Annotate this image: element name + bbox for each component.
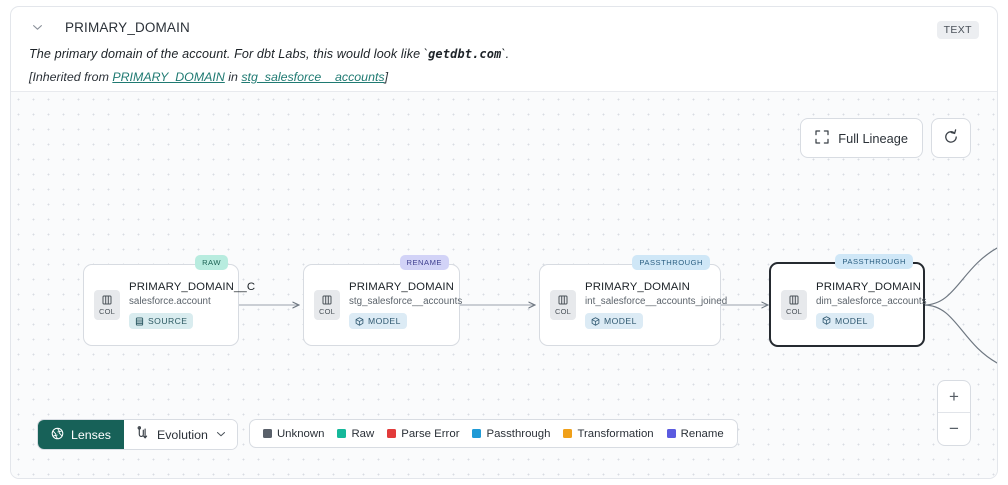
legend-label: Rename xyxy=(680,427,724,440)
node-materialization: MODEL xyxy=(816,312,874,329)
node-materialization: SOURCE xyxy=(129,313,194,329)
lineage-legend: Unknown Raw Parse Error Passthrough Tran… xyxy=(248,419,738,448)
status-badge: TEXT xyxy=(936,21,979,39)
zoom-out-button[interactable]: − xyxy=(949,419,959,438)
legend-swatch xyxy=(472,429,482,438)
lenses-evolution-group: Lenses Evolution xyxy=(37,419,238,450)
node-tag-0: RAW xyxy=(195,255,228,270)
col-label: COL xyxy=(554,307,572,316)
legend-item: Rename xyxy=(666,427,724,440)
inherited-mid: in xyxy=(224,70,242,84)
node-source: stg_salesforce__accounts xyxy=(349,296,463,307)
node-source: salesforce.account xyxy=(129,296,211,307)
chevron-down-icon[interactable] xyxy=(29,19,45,35)
expand-icon xyxy=(815,129,829,147)
materialization-label: MODEL xyxy=(835,315,868,326)
node-name: PRIMARY_DOMAIN xyxy=(349,281,454,293)
col-label: COL xyxy=(318,307,336,316)
node-name: PRIMARY_DOMAIN xyxy=(816,280,921,293)
node-name: PRIMARY_DOMAIN__C xyxy=(129,281,256,293)
materialization-label: SOURCE xyxy=(148,316,188,326)
node-materialization: MODEL xyxy=(585,313,643,329)
refresh-button[interactable] xyxy=(931,118,971,158)
cube-icon xyxy=(591,316,600,326)
column-header: PRIMARY_DOMAIN TEXT The primary domain o… xyxy=(11,7,997,91)
description-text: The primary domain of the account. For d… xyxy=(29,47,429,61)
database-icon xyxy=(135,316,144,326)
node-tag-1: RENAME xyxy=(399,255,449,270)
canvas-bottom-bar: Lenses Evolution Unknown Raw Parse Error… xyxy=(37,419,738,450)
col-icon: COL xyxy=(314,290,340,320)
full-lineage-label: Full Lineage xyxy=(838,130,908,146)
legend-swatch xyxy=(337,429,347,438)
node-source: dim_salesforce_accounts xyxy=(816,295,927,307)
lineage-canvas[interactable]: RAW COL PRIMARY_DOMAIN__C salesforce.acc… xyxy=(11,91,997,478)
node-materialization: MODEL xyxy=(349,313,407,329)
inherited-model-link[interactable]: stg_salesforce__accounts xyxy=(241,70,385,84)
description-code: getdbt.com xyxy=(428,47,502,61)
legend-swatch xyxy=(563,429,573,438)
full-lineage-button[interactable]: Full Lineage xyxy=(800,118,923,158)
cube-icon xyxy=(355,316,364,326)
inherited-prefix: [Inherited from xyxy=(29,70,113,84)
legend-swatch xyxy=(387,429,397,438)
inherited-suffix: ] xyxy=(384,70,389,84)
column-description: The primary domain of the account. For d… xyxy=(29,47,979,61)
legend-label: Unknown xyxy=(276,427,325,440)
lineage-node-2[interactable]: PASSTHROUGH COL PRIMARY_DOMAIN int_sales… xyxy=(539,255,727,346)
materialization-label: MODEL xyxy=(368,316,401,326)
legend-item: Transformation xyxy=(563,427,654,440)
node-source: int_salesforce__accounts_joined xyxy=(585,296,728,307)
aperture-icon xyxy=(51,427,64,443)
zoom-in-button[interactable]: + xyxy=(938,381,970,413)
description-text-tail: `. xyxy=(501,47,510,61)
evolution-label: Evolution xyxy=(156,427,208,442)
evolution-dropdown[interactable]: Evolution xyxy=(123,420,237,449)
node-tag-2: PASSTHROUGH xyxy=(632,255,710,270)
col-label: COL xyxy=(785,306,803,316)
legend-label: Parse Error xyxy=(401,427,460,440)
legend-swatch xyxy=(666,429,676,438)
node-tag-3: PASSTHROUGH xyxy=(835,254,913,269)
lenses-button[interactable]: Lenses xyxy=(38,420,124,449)
page-title: PRIMARY_DOMAIN xyxy=(65,19,190,35)
inherited-from: [Inherited from PRIMARY_DOMAIN in stg_sa… xyxy=(29,70,979,84)
node-name: PRIMARY_DOMAIN xyxy=(585,281,690,293)
legend-label: Transformation xyxy=(577,427,654,440)
legend-item: Parse Error xyxy=(387,428,459,440)
evolution-icon xyxy=(135,426,149,443)
lineage-node-0[interactable]: RAW COL PRIMARY_DOMAIN__C salesforce.acc… xyxy=(83,255,255,346)
lenses-label: Lenses xyxy=(71,427,111,442)
col-icon: COL xyxy=(550,290,576,320)
lineage-node-3[interactable]: PASSTHROUGH COL PRIMARY_DOMAIN dim_sales… xyxy=(769,254,927,347)
col-icon: COL xyxy=(781,289,807,320)
legend-item: Raw xyxy=(337,428,374,440)
chevron-down-icon xyxy=(216,428,226,442)
cube-icon xyxy=(822,316,831,325)
col-icon: COL xyxy=(94,290,120,320)
lineage-node-1[interactable]: RENAME COL PRIMARY_DOMAIN stg_salesforce… xyxy=(303,255,463,346)
column-lineage-panel: PRIMARY_DOMAIN TEXT The primary domain o… xyxy=(10,6,998,479)
col-label: COL xyxy=(98,307,116,316)
legend-swatch xyxy=(262,429,272,438)
legend-item: Passthrough xyxy=(472,428,550,440)
inherited-column-link[interactable]: PRIMARY_DOMAIN xyxy=(112,70,225,84)
canvas-controls: Full Lineage xyxy=(800,118,971,158)
legend-label: Raw xyxy=(351,427,375,440)
materialization-label: MODEL xyxy=(604,316,637,326)
refresh-icon xyxy=(943,128,959,148)
legend-label: Passthrough xyxy=(486,427,551,440)
zoom-controls: + − xyxy=(937,380,971,446)
legend-item: Unknown xyxy=(262,427,325,440)
edge-out-lower xyxy=(923,304,997,364)
edge-out-upper xyxy=(923,247,997,306)
